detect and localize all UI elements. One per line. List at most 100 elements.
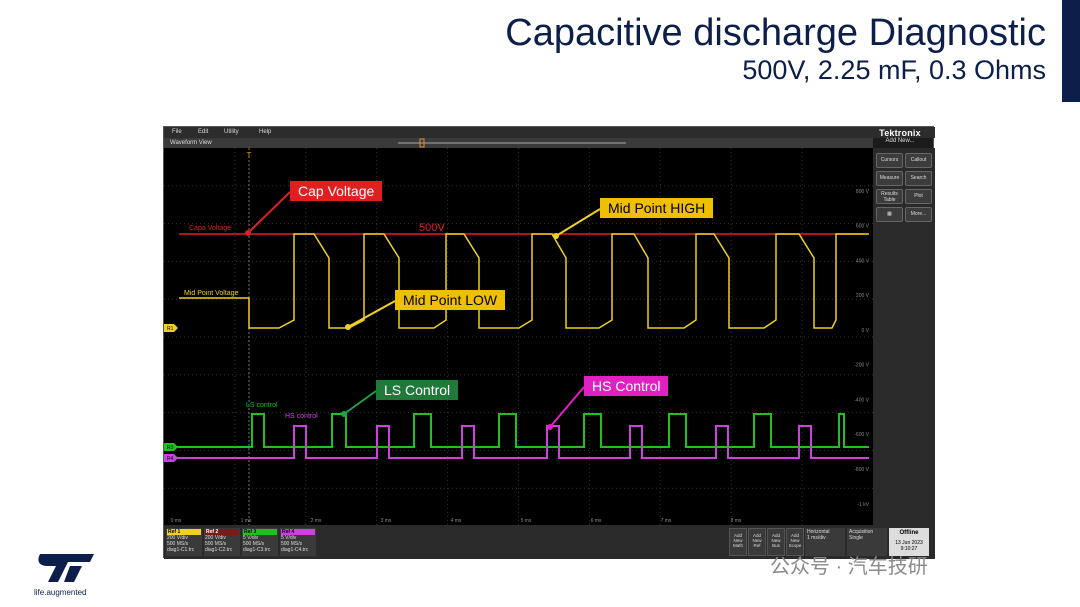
ref1-rate: 500 MS/s [167, 541, 189, 547]
status-date: 13 Jun 2023 [895, 540, 923, 546]
y-tick-label: -200 V [854, 363, 869, 369]
ls-trace-label: LS control [246, 402, 278, 409]
add-new-scope-button[interactable]: Add New Scope [786, 528, 804, 556]
ref4-file: diag1-C4.trc [281, 547, 309, 553]
ref1-scale: 200 V/div [167, 535, 188, 541]
y-tick-label: 200 V [856, 293, 870, 299]
y-tick-label: -400 V [854, 397, 869, 403]
right-side-panel: Cursors Callout Measure Search Results T… [873, 148, 935, 538]
x-tick-label: 6 ms [591, 518, 602, 524]
add-new-label: Add New... [885, 138, 915, 144]
ref3-file: diag1-C3.trc [243, 547, 271, 553]
x-tick-label: 1 ms [241, 518, 252, 524]
y-tick-label: -600 V [854, 432, 869, 438]
x-tick-label: 4 ms [451, 518, 462, 524]
x-tick-label: 8 ms [731, 518, 742, 524]
more-button[interactable]: More... [905, 207, 932, 222]
bottom-status-bar: Ref 1 200 V/div 500 MS/s diag1-C1.trc Re… [164, 525, 935, 559]
histogram-icon[interactable]: ▦ [876, 207, 903, 222]
ref3-rate: 500 MS/s [243, 541, 265, 547]
ref4-rate: 500 MS/s [281, 541, 303, 547]
x-tick-label: 2 ms [311, 518, 322, 524]
slide-subtitle: 500V, 2.25 mF, 0.3 Ohms [742, 55, 1046, 85]
add-new-math-button[interactable]: Add New Math [729, 528, 747, 556]
horizontal-value: 1 ms/div [807, 535, 826, 541]
st-logo-icon [38, 554, 94, 582]
add-new-bus-button[interactable]: Add New Bus [767, 528, 785, 556]
cursors-button[interactable]: Cursors [876, 153, 903, 168]
waveform-view-bar: Waveform View [164, 138, 873, 148]
r4-marker-icon [164, 454, 178, 462]
hs-trace-label: HS control [285, 413, 318, 420]
tektronix-brand: Tektronix Add New... [871, 128, 929, 144]
y-tick-label: 0 V [861, 328, 869, 334]
horizontal-settings[interactable]: Horizontal 1 ms/div [805, 528, 845, 556]
ls-control-callout: LS Control [376, 380, 459, 400]
y-tick-label: -800 V [854, 467, 869, 473]
ref3-scale: 5 V/div [243, 535, 259, 541]
acquisition-title: Acquisition [849, 529, 874, 535]
horizontal-title: Horizontal [807, 529, 830, 535]
acquisition-settings[interactable]: Acquisition Single [847, 528, 887, 556]
tektronix-logo: Tektronix [879, 128, 921, 138]
x-tick-label: 0 ms [171, 518, 182, 524]
st-tagline: life.augmented [34, 588, 87, 597]
menu-help[interactable]: Help [259, 129, 272, 135]
slide-title-block: Capacitive discharge Diagnostic 500V, 2.… [505, 12, 1046, 86]
ref3-badge[interactable]: Ref 3 5 V/div 500 MS/s diag1-C3.trc [242, 528, 278, 556]
graticule-grid: T [164, 148, 873, 526]
menu-edit[interactable]: Edit [198, 129, 209, 135]
acquisition-value: Single [849, 535, 863, 541]
ref2-rate: 500 MS/s [205, 541, 227, 547]
oscilloscope-window: File Edit Utility Help Waveform View Tek… [163, 126, 935, 559]
y-tick-label: -1 kV [857, 502, 869, 508]
ref4-badge[interactable]: Ref 4 5 V/div 500 MS/s diag1-C4.trc [280, 528, 316, 556]
r1-marker-label: R1 [167, 326, 174, 332]
waveform-traces [164, 233, 869, 459]
ref4-scale: 5 V/div [281, 535, 297, 541]
ref4-name: Ref 4 [281, 529, 315, 535]
x-tick-label: 3 ms [381, 518, 392, 524]
search-button[interactable]: Search [905, 171, 932, 186]
status-time: 9:10:27 [900, 546, 918, 552]
ref1-file: diag1-C1.trc [167, 547, 195, 553]
hs-control-callout: HS Control [584, 376, 669, 396]
ref2-scale: 200 V/div [205, 535, 226, 541]
menu-bar: File Edit Utility Help [164, 127, 935, 138]
trigger-marker-icon: T [247, 151, 252, 160]
timebase-overview-icon[interactable] [396, 138, 636, 148]
mid-point-high-callout: Mid Point HIGH [600, 198, 714, 218]
y-tick-label: 800 V [856, 189, 870, 195]
callout-button[interactable]: Callout [905, 153, 932, 168]
measure-button[interactable]: Measure [876, 171, 903, 186]
results-table-button[interactable]: Results Table [876, 189, 903, 204]
mid-trace-label: Mid Point Voltage [184, 290, 239, 297]
offline-label: Offline [899, 530, 919, 536]
ref2-badge[interactable]: Ref 2 200 V/div 500 MS/s diag1-C2.trc [204, 528, 240, 556]
cap-value-label: 500V [419, 222, 445, 234]
slide-title: Capacitive discharge Diagnostic [505, 12, 1046, 54]
menu-file[interactable]: File [172, 129, 182, 135]
mid-point-low-callout: Mid Point LOW [395, 290, 506, 310]
wechat-watermark: 公众号 · 汽车技研 [770, 556, 928, 578]
cap-voltage-callout: Cap Voltage [290, 181, 383, 201]
plot-button[interactable]: Plot [905, 189, 932, 204]
cap-trace-label: Capa Voltage [189, 225, 231, 232]
ref1-badge[interactable]: Ref 1 200 V/div 500 MS/s diag1-C1.trc [166, 528, 202, 556]
x-tick-label: 5 ms [521, 518, 532, 524]
r3-marker-icon [164, 443, 178, 451]
x-tick-label: 7 ms [661, 518, 672, 524]
ls-control-trace [164, 413, 869, 448]
add-new-ref-button[interactable]: Add New Ref [748, 528, 766, 556]
ref2-file: diag1-C2.trc [205, 547, 233, 553]
r3-marker-label: R3 [167, 445, 174, 451]
ref3-name: Ref 3 [243, 529, 277, 535]
mid-point-voltage-trace [179, 233, 869, 329]
ref2-name: Ref 2 [205, 529, 239, 535]
menu-utility[interactable]: Utility [224, 129, 239, 135]
waveform-view-label: Waveform View [170, 140, 212, 146]
r1-marker-icon [164, 324, 178, 332]
